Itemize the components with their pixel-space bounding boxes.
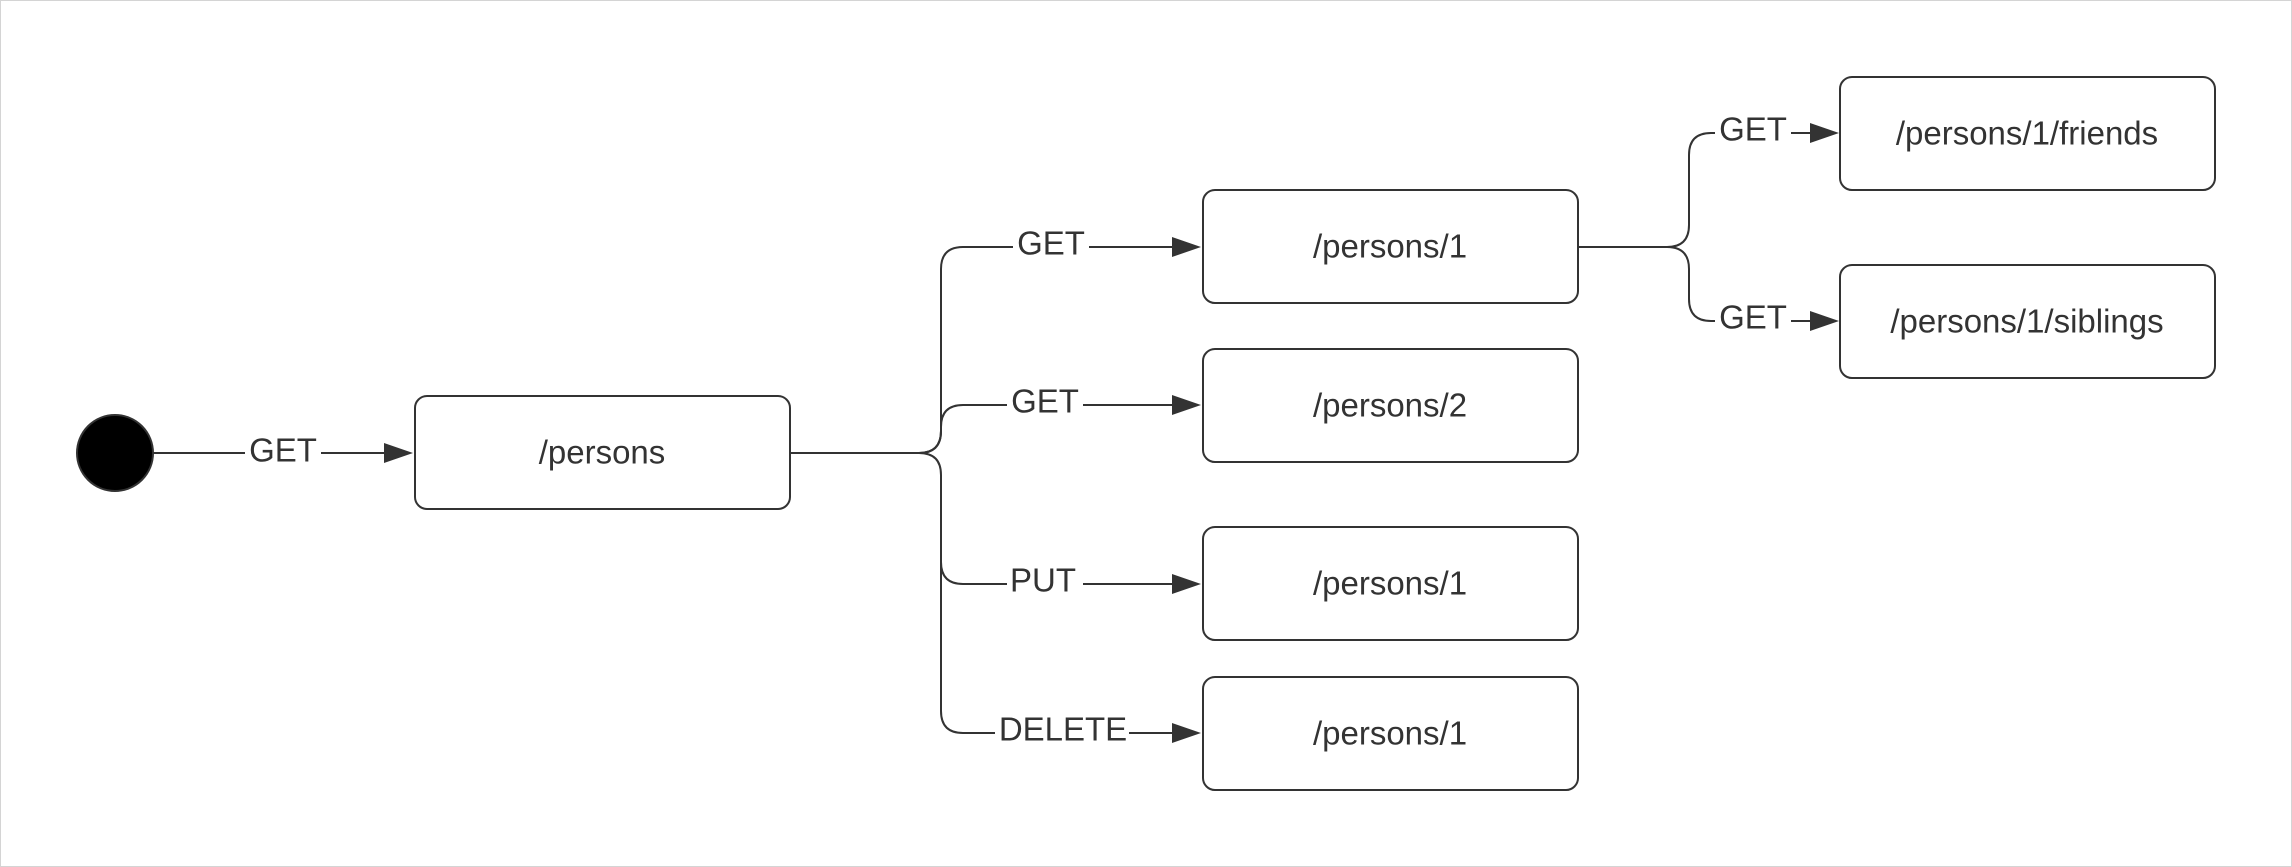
edge-persons-to-persons-2 (918, 404, 1181, 454)
arrowhead-icon (1810, 311, 1839, 331)
node-label: /persons/2 (1313, 387, 1467, 424)
edge-label: GET (1719, 111, 1787, 148)
arrowhead-icon (1172, 237, 1201, 257)
state-node-persons-1-put[interactable]: /persons/1 (1202, 526, 1579, 641)
arrowhead-icon (384, 443, 413, 463)
edge-label: GET (249, 432, 317, 469)
state-node-persons-2[interactable]: /persons/2 (1202, 348, 1579, 463)
edge-persons-to-persons-1-delete (940, 562, 1181, 734)
edge-persons-1-to-friends (1579, 132, 1819, 248)
state-node-persons-1-siblings[interactable]: /persons/1/siblings (1839, 264, 2216, 379)
state-node-persons-1-delete[interactable]: /persons/1 (1202, 676, 1579, 791)
edge-label: GET (1011, 383, 1079, 420)
node-label: /persons/1/friends (1896, 115, 2158, 152)
connectors (153, 123, 1839, 743)
edge-persons-1-to-siblings (1666, 246, 1819, 322)
arrowhead-icon (1810, 123, 1839, 143)
node-label: /persons (539, 434, 666, 471)
node-label: /persons/1 (1313, 565, 1467, 602)
edge-label: GET (1017, 225, 1085, 262)
arrowhead-icon (1172, 723, 1201, 743)
arrowhead-icon (1172, 574, 1201, 594)
state-node-persons-1-get[interactable]: /persons/1 (1202, 189, 1579, 304)
edge-persons-to-persons-1-get (791, 246, 1181, 454)
edge-label: GET (1719, 299, 1787, 336)
edge-label: DELETE (999, 711, 1127, 748)
state-node-persons-1-friends[interactable]: /persons/1/friends (1839, 76, 2216, 191)
initial-state-node[interactable] (76, 414, 154, 492)
state-node-persons[interactable]: /persons (414, 395, 791, 510)
node-label: /persons/1/siblings (1890, 303, 2163, 340)
node-label: /persons/1 (1313, 715, 1467, 752)
edge-label: PUT (1010, 562, 1076, 599)
arrowhead-icon (1172, 395, 1201, 415)
node-label: /persons/1 (1313, 228, 1467, 265)
edge-labels: GET GET GET PUT DELETE GET GET (245, 108, 1791, 754)
